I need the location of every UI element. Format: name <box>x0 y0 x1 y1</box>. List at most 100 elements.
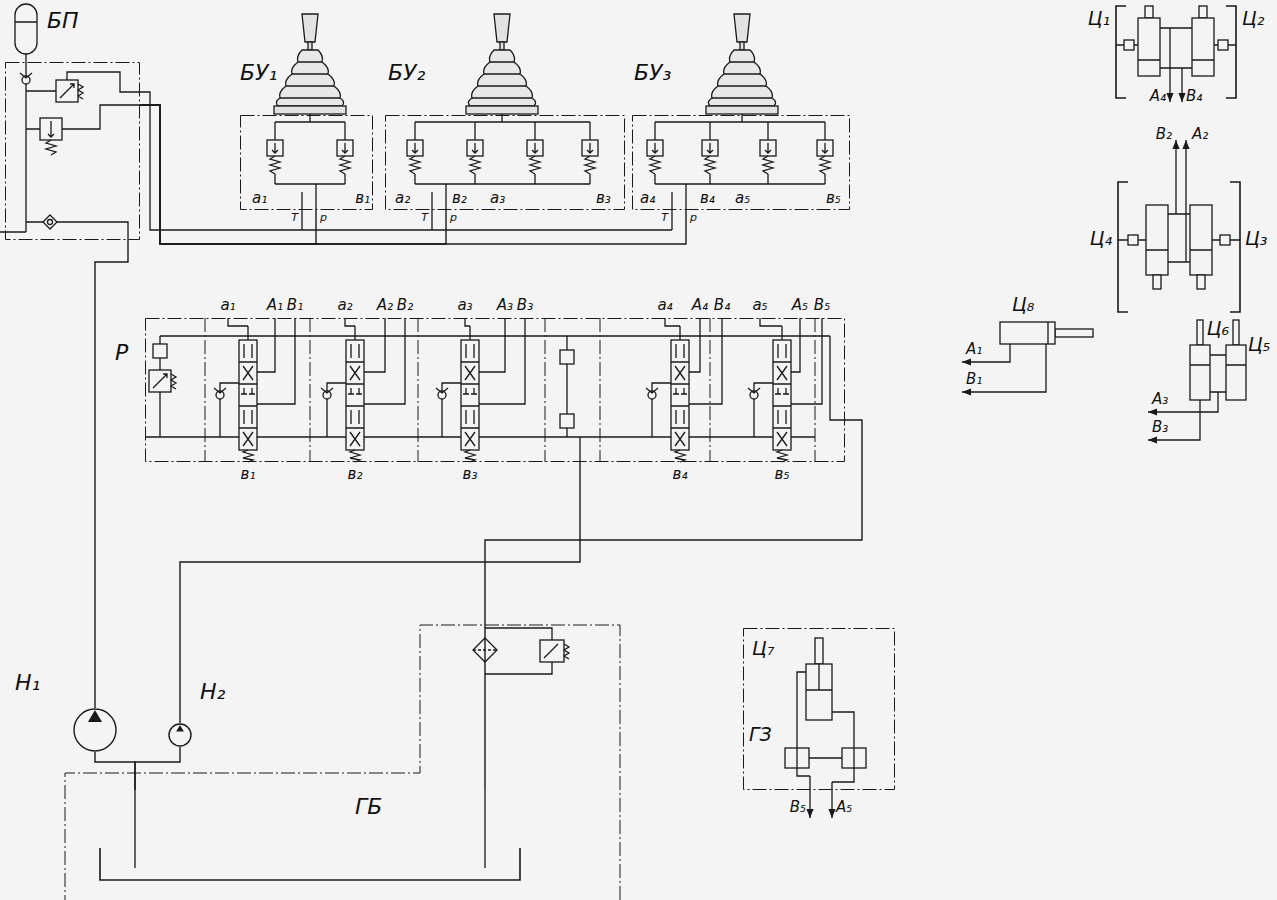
check-valve-symbol <box>214 388 226 399</box>
cylinder-name: Ц₈ <box>1012 294 1034 316</box>
port-label: A₃ <box>497 297 513 314</box>
port-label: в₂ <box>452 190 467 207</box>
rod-symbol <box>1197 320 1203 345</box>
supply-label: p <box>320 212 327 225</box>
rod-symbol <box>815 638 823 664</box>
block-outline <box>633 116 850 210</box>
port-label: A₄ <box>1150 88 1166 105</box>
port-label: B₄ <box>714 297 730 314</box>
lock-piston <box>797 748 854 768</box>
port-label: a₂ <box>337 297 352 314</box>
spool-symbol <box>461 326 479 462</box>
pump-symbol <box>73 708 117 752</box>
pump-circle <box>169 724 191 746</box>
rod-symbol <box>1233 320 1239 345</box>
check-valve-symbol <box>321 388 333 399</box>
hydraulic-line <box>140 105 316 244</box>
pipe-lines <box>1116 28 1236 68</box>
supply-label: p <box>450 212 457 225</box>
port-label: A₁ <box>966 341 982 358</box>
reducing-valve-symbol <box>40 118 62 140</box>
port-label: B₅ <box>814 297 830 314</box>
accumulator-symbol <box>15 4 37 54</box>
block-outline <box>386 116 625 210</box>
dash-dot-outline <box>145 318 845 462</box>
pilot-valve-symbol <box>407 122 423 184</box>
check-valve-symbol <box>646 388 658 399</box>
port-label: a₁ <box>252 190 267 207</box>
cylinder-name: Ц₄ <box>1090 228 1112 250</box>
pilot-lines <box>275 114 825 210</box>
check-valve-ball <box>48 220 53 225</box>
port-label: B₁ <box>966 371 982 388</box>
port-label: a₄ <box>657 297 672 314</box>
port-label: A₄ <box>692 297 708 314</box>
pipe-lines <box>135 628 552 868</box>
spool-symbol <box>239 326 257 462</box>
block-label: Н₁ <box>15 670 40 695</box>
pilot-valve-symbol <box>527 122 543 184</box>
port-label: B₃ <box>1152 419 1168 436</box>
port-label: a₂ <box>395 190 410 207</box>
port-label: B₂ <box>1156 126 1172 143</box>
block-label: БУ₃ <box>634 60 671 85</box>
bypass-valve-spring <box>544 644 569 659</box>
port-label: B₃ <box>517 297 533 314</box>
port-label: A₂ <box>1192 126 1208 143</box>
rod-symbol <box>1197 275 1205 289</box>
port-label: a₃ <box>490 190 505 207</box>
cylinder-symbol <box>1192 18 1214 76</box>
port-arrow <box>809 776 810 818</box>
port-label: в₃ <box>596 190 611 207</box>
pump: Н₂ <box>168 723 192 747</box>
relief-valve-symbol <box>56 80 78 102</box>
hydraulic-line <box>485 420 862 790</box>
pin-symbol <box>1220 235 1230 245</box>
port-label: B₂ <box>397 297 413 314</box>
cylinder-symbol <box>1190 345 1210 400</box>
check-valve-symbol <box>43 215 57 229</box>
frame-bracket <box>1118 182 1240 312</box>
hydraulic-line <box>135 747 180 790</box>
block-label: Р <box>115 340 128 365</box>
port-label: в₁ <box>355 190 370 207</box>
block-outline <box>146 319 845 462</box>
block-label: БУ₁ <box>240 60 277 85</box>
tank-art <box>65 625 620 900</box>
port-label: B₅ <box>790 799 806 816</box>
port-label: A₂ <box>377 297 393 314</box>
hydro-lock-symbol <box>842 748 866 768</box>
piston-line <box>1047 322 1048 344</box>
throttle-symbol <box>560 350 574 364</box>
relief-valve-spring <box>153 374 176 389</box>
port-label: в₂ <box>348 466 363 483</box>
block-outline <box>241 116 373 210</box>
port-arrow <box>1175 140 1176 214</box>
relief-valve-spring <box>60 84 83 99</box>
bypass-valve-symbol <box>540 640 564 662</box>
supply-label: p <box>690 212 697 225</box>
port-label: B₄ <box>1186 88 1202 105</box>
pilot-valve-symbol <box>817 122 833 184</box>
lock-cylinder-art <box>785 638 866 818</box>
port-label: a₃ <box>457 297 472 314</box>
pump-symbol <box>168 723 192 747</box>
control-block: БУ₁a₁в₁ <box>240 115 373 210</box>
pump: Н₁ <box>73 708 117 752</box>
cylinder-lock-block: Ц₇ГЗ <box>743 628 895 790</box>
throttle-symbol <box>153 344 167 358</box>
port-label: A₅ <box>792 297 808 314</box>
rod-symbol <box>1199 6 1207 18</box>
check-valve-symbol <box>436 388 448 399</box>
port-label: в₁ <box>241 466 256 483</box>
throttle-symbol <box>560 414 574 428</box>
pipe-lines <box>1190 355 1246 392</box>
filter-symbol <box>473 638 497 662</box>
cylinder-symbol <box>1190 205 1212 275</box>
cylinder-symbol <box>1138 18 1160 76</box>
supply-block-art <box>0 4 672 240</box>
spool-symbol <box>671 326 689 462</box>
